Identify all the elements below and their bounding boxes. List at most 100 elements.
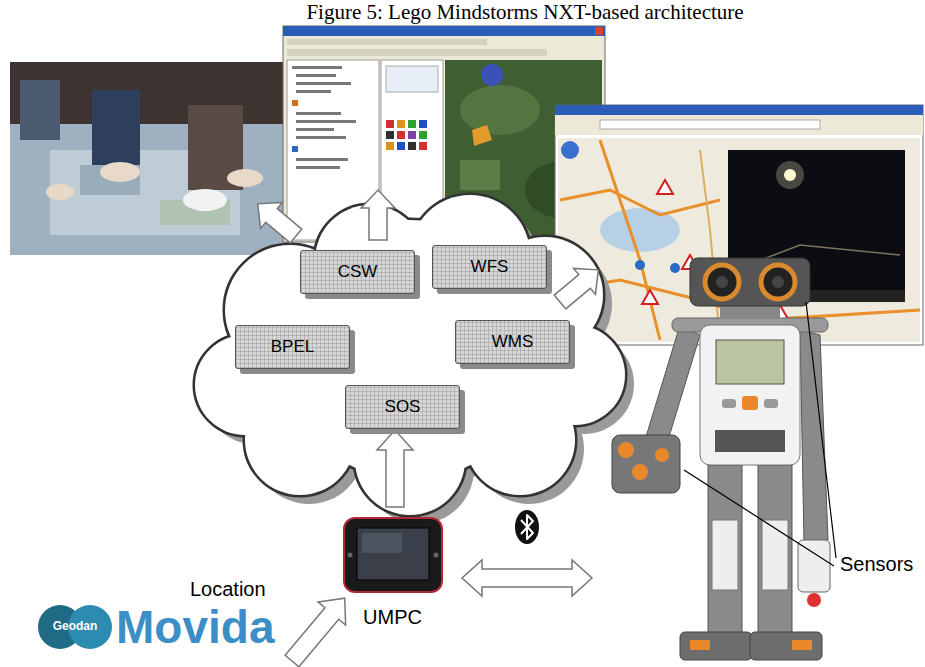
nxt-robot xyxy=(807,593,821,607)
web-map-screenshot xyxy=(555,115,923,135)
gis-screenshot xyxy=(472,125,492,146)
nxt-robot xyxy=(690,258,810,306)
gis-screenshot xyxy=(287,39,487,45)
gis-screenshot xyxy=(296,158,348,161)
gis-screenshot xyxy=(386,66,438,92)
gis-screenshot xyxy=(460,85,540,135)
bluetooth-arrow xyxy=(462,560,592,596)
nxt-robot xyxy=(705,265,739,299)
node-label: CSW xyxy=(338,262,378,282)
logo-wordmark: Movida xyxy=(116,602,274,654)
gis-screenshot xyxy=(296,166,340,169)
gis-screenshot xyxy=(287,49,547,56)
nxt-robot xyxy=(722,399,736,408)
service-box: BPEL xyxy=(235,325,350,369)
nxt-robot xyxy=(750,632,822,660)
web-map-screenshot xyxy=(700,150,720,340)
gis-screenshot xyxy=(397,131,405,139)
device-node: UMPC xyxy=(340,508,445,600)
service-box: SOS xyxy=(345,385,460,429)
nxt-robot xyxy=(800,330,828,542)
node-label: SOS xyxy=(385,397,421,417)
nxt-robot xyxy=(712,520,738,590)
nxt-robot xyxy=(715,430,785,452)
web-map-screenshot xyxy=(558,138,920,342)
gis-screenshot xyxy=(481,64,503,86)
nxt-robot xyxy=(690,640,710,650)
location-arrow xyxy=(278,587,358,667)
bluetooth-logo xyxy=(515,510,539,544)
gis-screenshot xyxy=(397,142,405,150)
gis-screenshot xyxy=(296,82,351,85)
nxt-robot xyxy=(612,258,830,660)
workshop-photo xyxy=(100,162,140,182)
gis-screenshot xyxy=(292,100,298,106)
gis-screenshot xyxy=(595,27,603,35)
nxt-robot xyxy=(700,325,800,465)
service-box: WFS xyxy=(432,245,547,289)
gis-screenshot xyxy=(419,142,427,150)
web-map-screenshot xyxy=(560,190,720,215)
gis-screenshot xyxy=(296,90,331,93)
gis-screenshot xyxy=(296,128,334,131)
input-label: Location xyxy=(190,578,266,600)
workshop-photo xyxy=(10,124,290,255)
gis-screenshot xyxy=(397,120,405,128)
cloud-fill xyxy=(195,195,625,515)
sensor-leader xyxy=(684,302,836,566)
umpc-screen-glare xyxy=(362,533,402,553)
nxt-robot xyxy=(764,399,778,408)
node-label: BPEL xyxy=(271,337,314,357)
gis-screenshot xyxy=(386,142,394,150)
nxt-robot xyxy=(758,465,792,635)
gis-screenshot xyxy=(296,120,356,123)
gis-screenshot xyxy=(408,131,416,139)
web-map-screenshot xyxy=(600,208,680,252)
gis-screenshot xyxy=(460,160,500,190)
callout-label: Sensors xyxy=(840,553,913,575)
bluetooth-logo xyxy=(521,515,533,539)
gis-screenshot xyxy=(386,120,394,128)
output-arrow xyxy=(247,191,307,249)
umpc-picture xyxy=(340,508,445,600)
web-map-screenshot xyxy=(642,290,658,304)
logo-mark-text: Geodan xyxy=(53,620,98,633)
nxt-robot xyxy=(798,540,830,592)
nxt-robot xyxy=(632,464,648,480)
gis-screenshot xyxy=(292,146,298,152)
gis-screenshot xyxy=(292,66,342,69)
node-label: WFS xyxy=(471,257,509,277)
nxt-robot xyxy=(612,435,680,493)
sensor-leader xyxy=(806,302,836,558)
workshop-photo xyxy=(183,189,227,211)
nxt-robot xyxy=(761,265,795,299)
gis-screenshot xyxy=(386,131,394,139)
web-map-screenshot xyxy=(670,263,680,273)
gis-screenshot xyxy=(296,74,336,77)
web-map-screenshot xyxy=(600,120,820,129)
nxt-robot xyxy=(772,276,784,288)
workshop-photo xyxy=(227,169,263,187)
web-map-screenshot xyxy=(561,141,579,159)
workshop-photo xyxy=(10,62,290,255)
service-box: CSW xyxy=(300,250,415,294)
nxt-robot xyxy=(720,305,780,319)
output-arrow xyxy=(361,190,395,240)
umpc-button xyxy=(434,553,439,558)
nxt-robot xyxy=(792,640,812,650)
output-arrow xyxy=(247,190,609,315)
output-arrow xyxy=(549,257,609,315)
node-label: UMPC xyxy=(340,606,445,629)
web-map-screenshot xyxy=(635,260,645,270)
workshop-photo xyxy=(92,90,140,165)
nxt-robot xyxy=(762,520,788,590)
web-map-screenshot xyxy=(776,161,804,189)
nxt-robot xyxy=(645,325,700,450)
web-map-screenshot xyxy=(555,105,923,115)
nxt-robot xyxy=(708,465,742,635)
gis-screenshot xyxy=(296,112,341,115)
nxt-robot xyxy=(680,632,752,660)
